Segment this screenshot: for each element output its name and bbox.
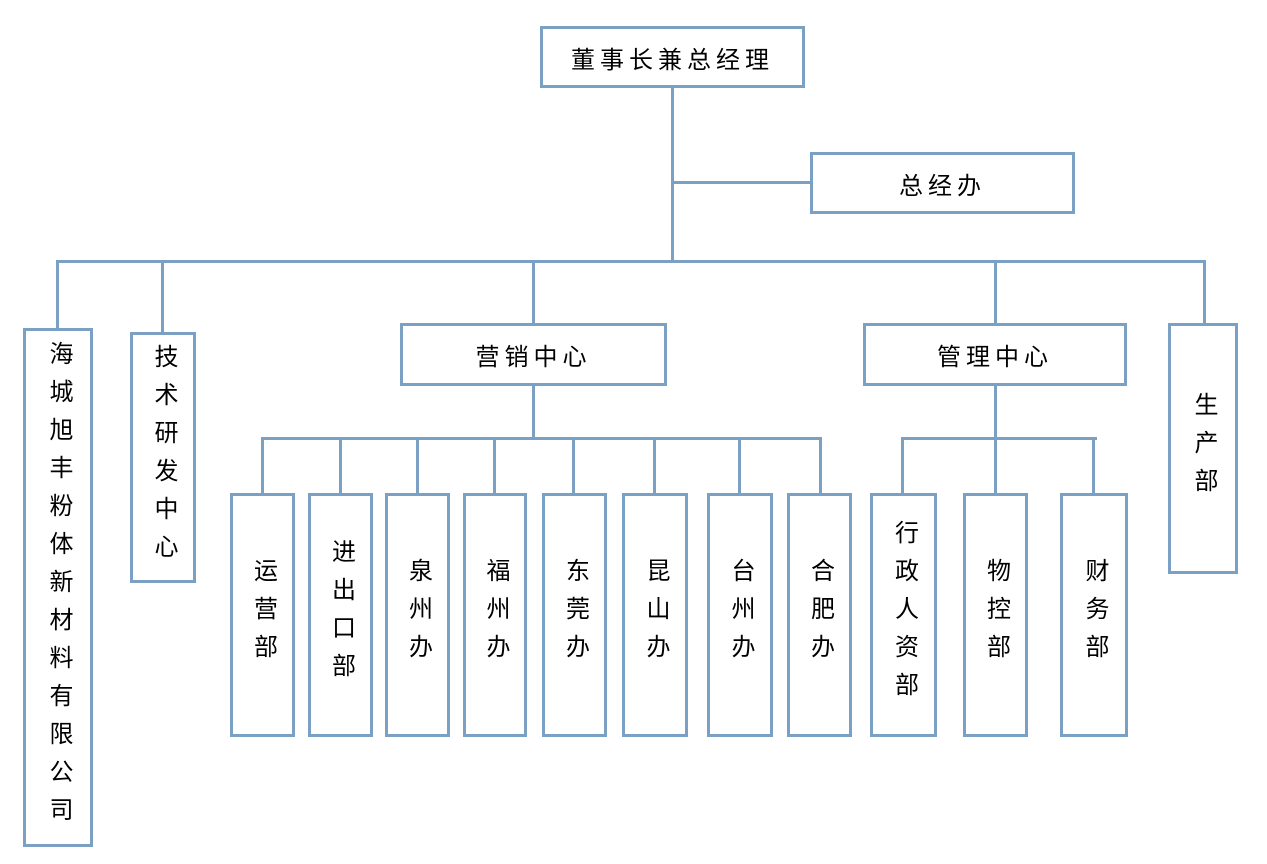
org-node-quanzhou-office: 泉州办: [385, 493, 450, 737]
org-node-label: 进出口部: [327, 539, 354, 691]
org-node-label: 管理中心: [937, 345, 1053, 371]
org-node-dongguan-office: 东莞办: [542, 493, 607, 737]
org-node-gm-office: 总经办: [810, 152, 1075, 214]
org-node-import-export-dept: 进出口部: [308, 493, 373, 737]
org-node-material-control-dept: 物控部: [963, 493, 1028, 737]
org-node-label: 董事长兼总经理: [571, 47, 774, 74]
connector-drop-company: [56, 262, 59, 328]
connector-management-parent-drop: [994, 386, 997, 440]
org-node-kunshan-office: 昆山办: [622, 493, 688, 737]
connector-gm-office: [671, 181, 810, 184]
org-node-label: 泉州办: [404, 558, 431, 672]
connector-marketing-child-drop: [738, 440, 741, 493]
org-node-label: 海城旭丰粉体新材料有限公司: [45, 340, 71, 835]
connector-marketing-child-drop: [819, 440, 822, 493]
org-node-fuzhou-office: 福州办: [463, 493, 527, 737]
connector-marketing-child-drop: [653, 440, 656, 493]
org-node-company: 海城旭丰粉体新材料有限公司: [23, 328, 93, 847]
org-node-operations-dept: 运营部: [230, 493, 295, 737]
connector-marketing-child-drop: [339, 440, 342, 493]
org-node-label: 物控部: [982, 558, 1009, 672]
org-node-taizhou-office: 台州办: [707, 493, 773, 737]
connector-drop-tech-center: [161, 262, 164, 332]
org-node-label: 运营部: [249, 558, 276, 672]
org-node-label: 生产部: [1190, 391, 1216, 506]
connector-main-bus: [56, 260, 1206, 263]
connector-management-child-drop: [994, 440, 997, 493]
org-node-management-center: 管理中心: [863, 323, 1127, 386]
org-node-label: 技术研发中心: [150, 343, 176, 572]
connector-marketing-parent-drop: [532, 386, 535, 440]
org-node-chairman: 董事长兼总经理: [540, 26, 805, 88]
connector-marketing-child-drop: [493, 440, 496, 493]
org-node-finance-dept: 财务部: [1060, 493, 1128, 737]
org-node-label: 昆山办: [642, 558, 668, 672]
connector-marketing-child-drop: [416, 440, 419, 493]
org-node-admin-hr-dept: 行政人资部: [870, 493, 937, 737]
connector-drop-management-center: [994, 262, 997, 323]
org-node-label: 总经办: [899, 173, 986, 200]
connector-marketing-child-drop: [261, 440, 264, 493]
connector-drop-marketing-center: [532, 262, 535, 323]
connector-management-child-drop: [1092, 440, 1095, 493]
connector-trunk: [671, 88, 674, 263]
connector-drop-production-dept: [1203, 262, 1206, 323]
org-node-label: 东莞办: [561, 558, 588, 672]
org-node-label: 台州办: [727, 558, 753, 672]
connector-management-bus: [901, 437, 1097, 440]
org-node-label: 合肥办: [806, 558, 833, 672]
connector-management-child-drop: [901, 440, 904, 493]
org-node-label: 福州办: [482, 558, 508, 672]
org-node-marketing-center: 营销中心: [400, 323, 667, 386]
org-node-tech-center: 技术研发中心: [130, 332, 196, 583]
org-node-hefei-office: 合肥办: [787, 493, 852, 737]
org-node-label: 营销中心: [475, 345, 592, 371]
org-node-label: 财务部: [1081, 558, 1107, 672]
connector-marketing-bus: [261, 437, 822, 440]
connector-marketing-child-drop: [572, 440, 575, 493]
org-node-label: 行政人资部: [890, 520, 917, 710]
org-node-production-dept: 生产部: [1168, 323, 1238, 574]
